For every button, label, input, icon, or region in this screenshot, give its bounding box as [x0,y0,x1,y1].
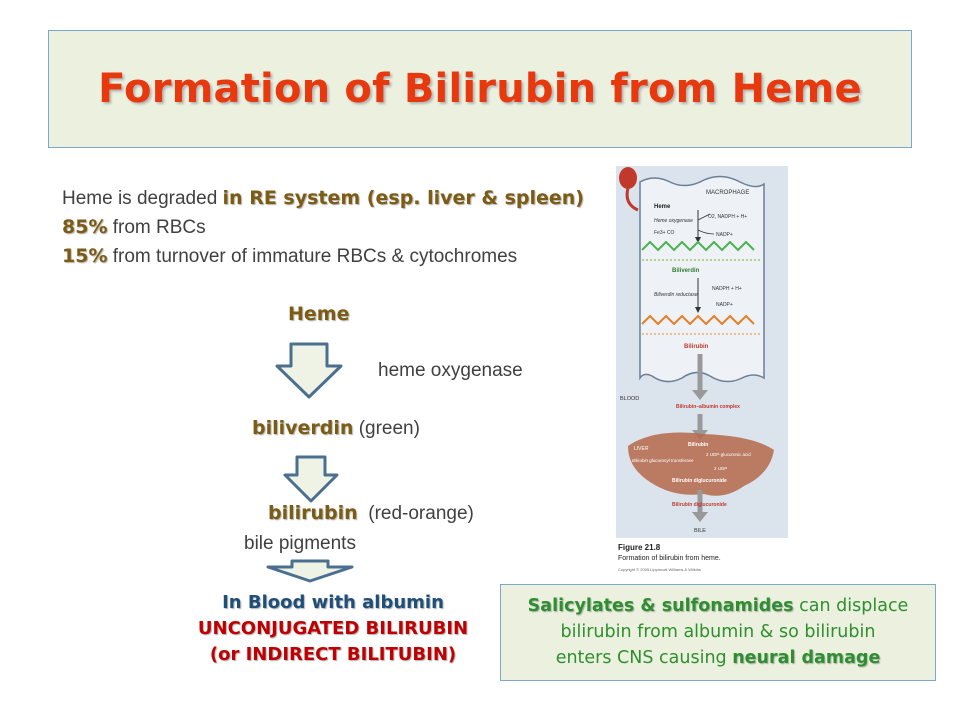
fig-nadp-1: NADP+ [716,232,733,238]
fig-biliverdin: Biliverdin [672,268,700,274]
conclusion-line-1: In Blood with albumin [222,592,444,613]
drug-interaction-note: Salicylates & sulfonamides can displace … [500,584,936,681]
fig-blood: BLOOD [620,396,639,402]
fig-heme: Heme [654,204,671,210]
intro-line-2-percent: 85% [62,216,108,238]
fig-liver: LIVER [634,446,649,452]
fig-nadp-2: NADP+ [716,302,733,308]
fig-caption-text: Formation of bilirubin from heme. [618,555,721,562]
fig-diglucuronide: Bilirubin diglucuronide [672,478,727,484]
fig-cofactor-out-1 [697,229,715,235]
fig-bilirubin-2: Bilirubin [688,442,708,448]
slide-title: Formation of Bilirubin from Heme [98,66,862,112]
macrophage-cell [639,175,765,383]
note-line-1: Salicylates & sulfonamides can displace [501,593,935,619]
intro-line-1-bold: in RE system (esp. liver & spleen) [222,187,584,209]
conclusion: In Blood with albumin UNCONJUGATED BILIR… [168,590,498,668]
fig-udp-1: 2 UDP-glucuronic acid [706,452,751,457]
fig-macrophage: MACROPHAGE [706,190,749,196]
fig-bile-arrowhead [692,512,708,522]
pathway-biliverdin-line: biliverdin (green) [252,417,420,440]
pathway-bilirubin-line: bilirubin (red-orange) [268,502,474,525]
pathway-bilirubin-note: (red-orange) [357,503,474,524]
fig-nadph-2: NADPH + H+ [712,286,742,292]
note-line-1-text: can displace [793,596,909,616]
fig-bilirubin: Bilirubin [684,344,709,350]
intro-line-2-text: from RBCs [107,217,206,238]
pathway-bile-pigments: bile pigments [244,533,356,554]
red-blood-cell-icon [619,167,637,189]
intro-line-3: 15% from turnover of immature RBCs & cyt… [62,245,517,268]
pathway-biliverdin: biliverdin [252,417,354,439]
fig-copyright: Copyright © 2005 Lippincott Williams & W… [618,567,701,572]
intro-line-3-percent: 15% [62,245,108,267]
note-neural-damage: neural damage [732,648,881,668]
down-arrow-icon [283,455,339,503]
pathway-heme: Heme [288,303,350,325]
fig-enzyme: Bilirubin glucuronyl transferase [632,458,694,463]
fig-fe-co: Fe3+ CO [654,230,675,236]
bilirubin-molecule-icon [641,314,762,335]
note-line-2: bilirubin from albumin & so bilirubin [560,622,876,642]
fig-biliverdin-reductase: Biliverdin reductase [654,292,698,298]
title-panel: Formation of Bilirubin from Heme [48,30,912,148]
pathway-biliverdin-note: (green) [353,418,420,439]
intro-line-1-text: Heme is degraded [62,188,223,209]
down-arrow-icon [266,559,354,583]
liver-icon [628,432,774,496]
fig-complex: Bilirubin–albumin complex [676,404,740,410]
note-line-3: enters CNS causing neural damage [501,645,935,671]
fig-diglucuronide-2: Bilirubin diglucuronide [672,502,727,508]
fig-bile: BILE [694,528,706,534]
fig-cofactor-in-1 [697,213,711,221]
fig-heme-oxygenase: Heme oxygenase [654,218,693,224]
conclusion-line-3: (or INDIRECT BILITUBIN) [209,644,457,665]
pathway-bilirubin: bilirubin [268,502,358,524]
note-drugs: Salicylates & sulfonamides [527,596,794,616]
pathway-enzyme: heme oxygenase [378,360,523,381]
intro-line-3-text: from turnover of immature RBCs & cytochr… [107,246,518,267]
down-arrow-icon [275,342,343,399]
intro-line-1: Heme is degraded in RE system (esp. live… [62,187,584,210]
fig-udp-2: 2 UDP [714,466,727,471]
fig-o2: O2, NADPH + H+ [708,214,747,220]
conclusion-line-2: UNCONJUGATED BILIRUBIN [197,618,469,639]
note-line-3-text: enters CNS causing [555,648,733,668]
intro-line-2: 85% from RBCs [62,216,206,239]
rbc-tail-icon [625,187,639,212]
biliverdin-molecule-icon [641,240,762,261]
bilirubin-formation-figure: MACROPHAGE Heme Heme oxygenase O2, NADPH… [614,164,790,574]
fig-caption-title: Figure 21.8 [618,543,661,552]
fig-transport-arrowhead [692,390,708,400]
